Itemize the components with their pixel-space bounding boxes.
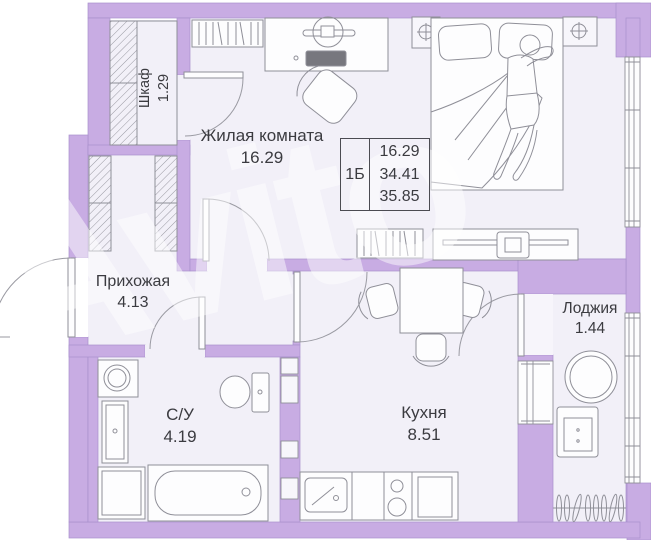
- wall-loggia-top: [517, 258, 627, 295]
- room-name: Шкаф: [137, 68, 153, 108]
- stove-icon: [387, 479, 407, 517]
- balcony-door: [458, 293, 553, 357]
- room-area: 1.29: [156, 73, 172, 103]
- windows: [517, 56, 641, 484]
- closet-door: [177, 71, 244, 140]
- bathtub-icon: [147, 464, 269, 522]
- total-area-value: 35.85: [379, 187, 420, 205]
- room-label-hallway: Прихожая 4.13: [72, 271, 194, 313]
- balcony-block-window: [517, 360, 554, 425]
- desk-icon: [264, 16, 389, 72]
- entrance-door: [0, 257, 88, 338]
- living-room-window: [624, 56, 641, 228]
- wall-left-upper: [87, 17, 111, 156]
- bookshelf-icon: [356, 228, 424, 259]
- vent-shaft-icon: [280, 477, 299, 500]
- room-area: 4.19: [163, 427, 197, 446]
- armchair-icon: [556, 406, 599, 458]
- drying-rack-icon: [553, 493, 626, 523]
- room-name: С/У: [166, 405, 194, 424]
- floor-area-value: 34.41: [379, 165, 420, 183]
- room-label-bathroom: С/У 4.19: [130, 403, 230, 448]
- cabinet-icon: [101, 400, 129, 464]
- living-room-furniture: [191, 16, 598, 261]
- wall-left-lower: [68, 336, 89, 523]
- room-label-closet: Шкаф 1.29: [136, 43, 180, 133]
- bookshelf-icon: [191, 19, 264, 48]
- room-name: Прихожая: [95, 273, 171, 290]
- wall-bottom: [68, 521, 641, 539]
- monitor-icon: [305, 50, 347, 67]
- wall-top: [87, 2, 641, 19]
- room-name: Лоджия: [562, 300, 618, 317]
- flat-info-table: 1Б 16.29 34.41 35.85: [340, 138, 430, 211]
- flat-type: 1Б: [341, 139, 370, 210]
- chair-icon: [358, 283, 399, 320]
- kitchen-table-icon: [399, 267, 464, 334]
- basin-icon: [97, 359, 139, 398]
- person-icon: [493, 34, 554, 181]
- wall-bathroom-top-b: [204, 344, 301, 358]
- bathroom-fixtures: [97, 359, 270, 522]
- toilet-icon: [219, 372, 270, 413]
- room-name: Жилая комната: [200, 126, 324, 145]
- pillow-icon: [437, 23, 493, 61]
- doors: [0, 71, 553, 357]
- loggia-furniture: [553, 350, 626, 523]
- tv-console-icon: [432, 228, 579, 261]
- room-label-living: Жилая комната 16.29: [200, 124, 324, 169]
- wall-bathroom-left: [87, 346, 99, 523]
- bathroom-door: [145, 296, 206, 357]
- bed-icon: [430, 17, 564, 191]
- room-label-kitchen: Кухня 8.51: [363, 401, 485, 446]
- wall-closet-right-b: [176, 139, 191, 272]
- desk-chair-icon: [296, 65, 358, 124]
- kitchen-sink-icon: [304, 477, 348, 513]
- living-room-door: [202, 198, 270, 271]
- wall-bathroom-top-a: [68, 344, 146, 358]
- chair-icon: [412, 333, 450, 367]
- wall-left-mid: [68, 134, 89, 259]
- washing-machine-icon: [97, 466, 146, 520]
- vent-shafts: [280, 357, 299, 500]
- kitchen-door: [293, 271, 368, 343]
- room-area: 1.44: [574, 320, 606, 337]
- fridge-icon: [417, 476, 453, 518]
- vent-shaft-icon: [280, 357, 299, 375]
- vent-shaft-icon: [280, 375, 299, 404]
- kitchen-furniture: [299, 267, 492, 521]
- room-label-loggia: Лоджия 1.44: [546, 299, 634, 339]
- living-area-value: 16.29: [379, 143, 420, 161]
- kitchen-counter-icon: [299, 471, 459, 521]
- vent-shaft-icon: [280, 440, 299, 459]
- wardrobes: [88, 20, 178, 252]
- wall-under-closet: [87, 144, 191, 156]
- round-table-icon: [564, 350, 618, 404]
- hallway-floor: [88, 155, 300, 345]
- room-name: Кухня: [401, 403, 447, 422]
- wall-balcony-lower: [517, 423, 554, 523]
- room-area: 4.13: [117, 294, 149, 311]
- loggia-window: [624, 312, 641, 484]
- room-area: 8.51: [407, 425, 441, 444]
- ceiling-symbol-icon: [562, 16, 598, 47]
- room-area: 16.29: [240, 148, 284, 167]
